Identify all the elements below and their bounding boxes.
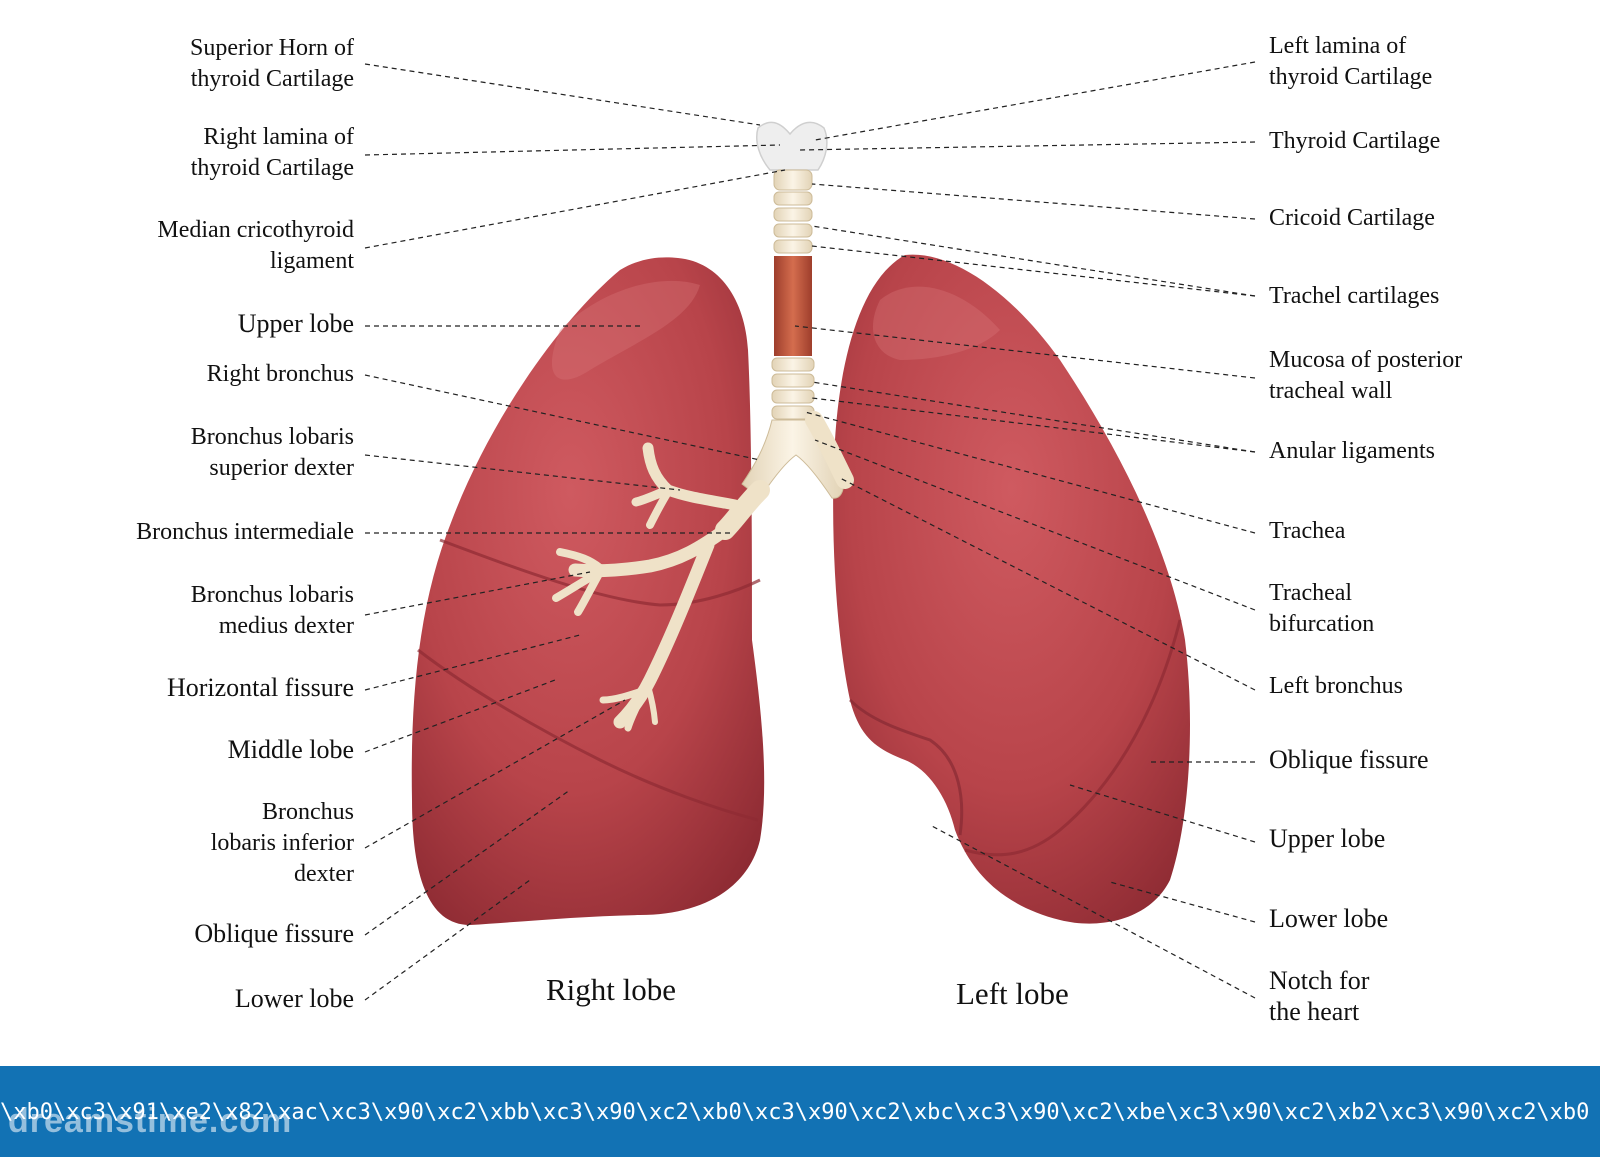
- tracheal-ring: [773, 223, 813, 238]
- label-anular-ligaments: Anular ligaments: [1269, 438, 1435, 464]
- label-middle-lobe: Middle lobe: [227, 735, 354, 764]
- label-trachel-cartilages: Trachel cartilages: [1269, 283, 1440, 309]
- right-bronchial-tree: [552, 442, 770, 732]
- footer-text: \xb0\xc3\x91\xe2\x82\xac\xc3\x90\xc2\xbb…: [0, 1100, 1590, 1125]
- label-bronchus-intermediale: Bronchus intermediale: [136, 519, 354, 545]
- label-upper-lobe-right: Upper lobe: [237, 309, 354, 338]
- cricoid-cartilage: [773, 169, 813, 191]
- tracheal-ring: [771, 373, 815, 388]
- label-lower-lobe-left: Lower lobe: [1269, 904, 1389, 933]
- left-lobe-title: Left lobe: [956, 976, 1069, 1011]
- label-thyroid-cartilage: Thyroid Cartilage: [1269, 128, 1441, 154]
- label-lower-lobe-right: Lower lobe: [234, 984, 354, 1013]
- footer-bar: dreamstime.com \xb0\xc3\x91\xe2\x82\xac\…: [0, 1066, 1600, 1157]
- tracheal-ring: [773, 191, 813, 206]
- leader-lines-right: [794, 61, 1256, 999]
- left-bronchus: [805, 411, 854, 489]
- left-oblique-fissure-line: [964, 619, 1182, 857]
- lung-illustration: [364, 61, 1256, 1001]
- thyroid-cartilage: [756, 121, 828, 171]
- cardiac-notch: [848, 698, 964, 836]
- left-lung-highlight: [872, 286, 1000, 360]
- left-lung: [833, 254, 1190, 924]
- tracheal-ring: [773, 207, 813, 222]
- label-cricoid-cartilage: Cricoid Cartilage: [1269, 205, 1435, 231]
- label-left-bronchus: Left bronchus: [1269, 673, 1403, 699]
- tracheal-ring: [771, 389, 815, 404]
- leader-lines-left: [364, 63, 786, 1001]
- label-oblique-fissure-right: Oblique fissure: [194, 919, 354, 948]
- posterior-tracheal-wall-mucosa: [774, 256, 812, 356]
- label-horizontal-fissure: Horizontal fissure: [166, 673, 354, 702]
- label-trachea: Trachea: [1269, 518, 1346, 544]
- tracheal-ring: [773, 239, 813, 254]
- right-oblique-fissure-line: [417, 648, 759, 822]
- label-oblique-fissure-left: Oblique fissure: [1269, 745, 1429, 774]
- right-lung-highlight: [551, 280, 700, 380]
- right-lobe-title: Right lobe: [546, 972, 677, 1007]
- label-right-bronchus: Right bronchus: [206, 361, 354, 387]
- tracheal-ring: [771, 357, 815, 372]
- label-upper-lobe-left: Upper lobe: [1269, 824, 1386, 853]
- horizontal-fissure-line: [439, 538, 761, 607]
- footer-logo: dreamstime.com: [8, 1102, 293, 1140]
